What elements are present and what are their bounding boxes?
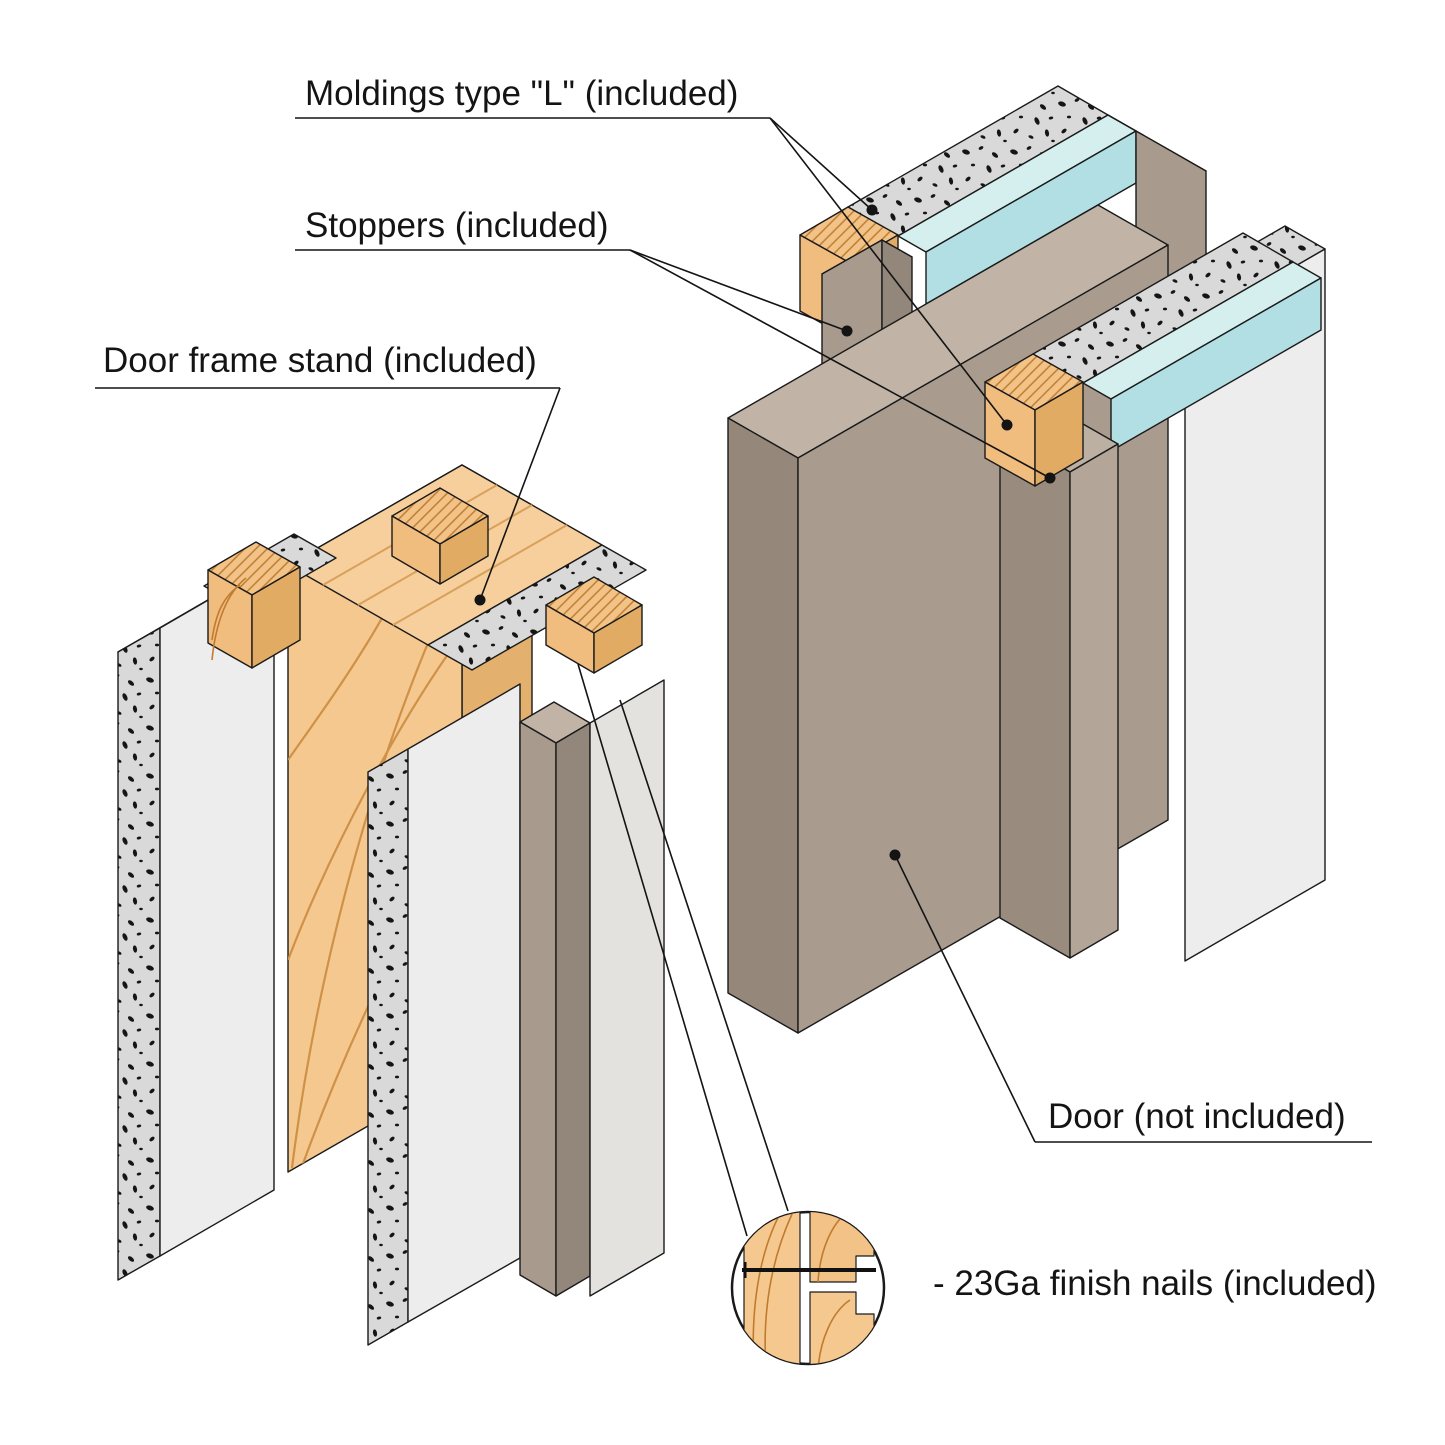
header-end-face-right	[251, 566, 301, 669]
door-edge-face	[727, 417, 799, 1034]
annotation-moldings: Moldings type "L" (included)	[295, 74, 1013, 431]
header-edge-speckled-strip	[427, 544, 647, 671]
moldings-dot	[1001, 419, 1013, 431]
nail-detail-callout	[577, 663, 886, 1366]
detail-jamb-section	[743, 1212, 801, 1364]
outer-board-face	[589, 679, 665, 1297]
molding-L-strip2-front	[1110, 277, 1322, 452]
jamb2-molding-end-side	[1034, 381, 1084, 487]
detail-leader-line	[619, 699, 789, 1212]
moldings-dot	[866, 204, 878, 216]
right-panel-gray-face	[407, 683, 521, 1323]
left-panel-speckled-edge	[117, 627, 161, 1281]
nails-label: - 23Ga finish nails (included)	[933, 1264, 1377, 1303]
annotation-nails: - 23Ga finish nails (included)	[933, 1264, 1377, 1303]
stopper-end-block-face	[439, 515, 489, 585]
door-leader	[894, 854, 1036, 1143]
stopper2-side	[1069, 443, 1119, 959]
annotation-frame-stand: Door frame stand (included)	[95, 341, 561, 606]
stopper-board-side	[555, 722, 591, 1297]
stoppers-dot	[841, 325, 853, 337]
left-panel-gray-face	[159, 561, 275, 1257]
moldings-leader	[769, 117, 873, 211]
moldings-label: Moldings type "L" (included)	[305, 74, 738, 113]
stoppers-leader	[629, 249, 1051, 479]
door-label: Door (not included)	[1048, 1097, 1346, 1136]
stoppers-label: Stoppers (included)	[305, 206, 609, 245]
stopper2-face	[999, 431, 1071, 959]
stopper-end-block-face	[593, 604, 643, 674]
moldings-leader	[769, 117, 1008, 426]
stopper-board-face	[519, 721, 557, 1297]
end-grain-arc	[211, 577, 247, 661]
stoppers-dot	[1044, 472, 1056, 484]
right-assembly-door-and-frame	[727, 85, 1326, 1034]
end-grain-arc	[211, 584, 241, 641]
frame-stand-dot	[474, 594, 486, 606]
annotation-door: Door (not included)	[889, 849, 1372, 1143]
door-dot	[889, 849, 901, 861]
right-panel-speckled-edge	[367, 748, 409, 1346]
detail-leader-line	[577, 663, 748, 1237]
frame-stand-label: Door frame stand (included)	[103, 341, 537, 380]
annotation-stoppers: Stoppers (included)	[295, 206, 1056, 484]
top-grain-line	[392, 524, 568, 626]
left-assembly-frame-stand	[117, 464, 665, 1346]
detail-cross-section	[742, 1212, 876, 1364]
frame-stand-leader	[479, 387, 561, 601]
stoppers-leader	[629, 249, 848, 332]
